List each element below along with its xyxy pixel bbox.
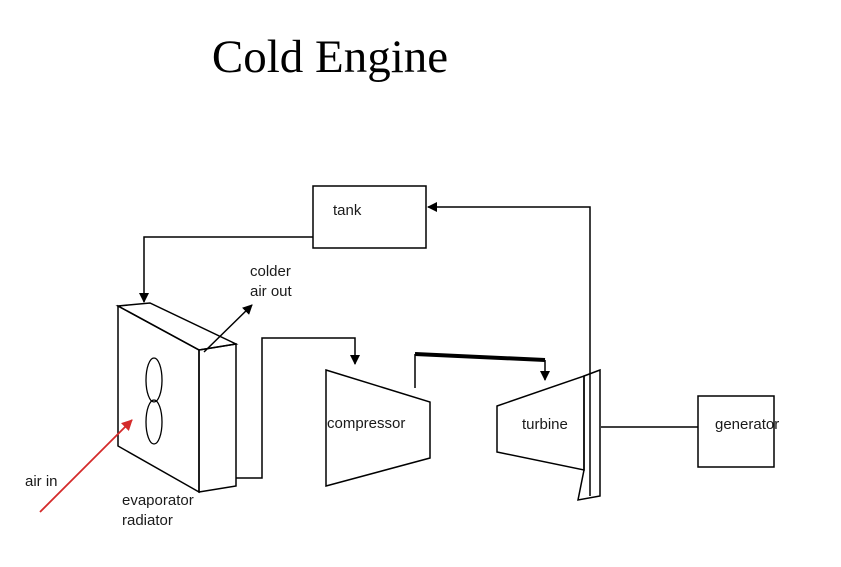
turbine-label: turbine xyxy=(522,416,568,433)
tank-box xyxy=(312,185,427,249)
evaporator-label: evaporator xyxy=(122,492,194,509)
radiator-label: radiator xyxy=(122,512,173,529)
compressor-label: compressor xyxy=(327,415,405,432)
fan-blade-upper-icon xyxy=(145,357,163,403)
turbine-to-tank-pipe xyxy=(427,202,591,496)
compressor-body xyxy=(325,368,431,487)
air-in-arrow xyxy=(39,419,133,513)
tank-label: tank xyxy=(333,202,362,219)
tank-to-radiator-pipe xyxy=(139,236,313,303)
colder-air-label-line2: air out xyxy=(250,283,293,300)
radiator-to-compressor-pipe xyxy=(236,337,360,479)
shaft-bar xyxy=(414,352,546,362)
generator-label: generator xyxy=(715,416,779,433)
evaporator-radiator xyxy=(115,302,239,494)
colder-air-label-line1: colder xyxy=(250,263,291,280)
diagram-title: Cold Engine xyxy=(211,31,449,83)
fan-blade-lower-icon xyxy=(145,399,163,445)
colder-air-out-arrow xyxy=(203,304,253,353)
generator-box xyxy=(697,395,775,468)
air-in-label: air in xyxy=(25,473,58,490)
turbine-outlet-casing xyxy=(577,368,601,501)
